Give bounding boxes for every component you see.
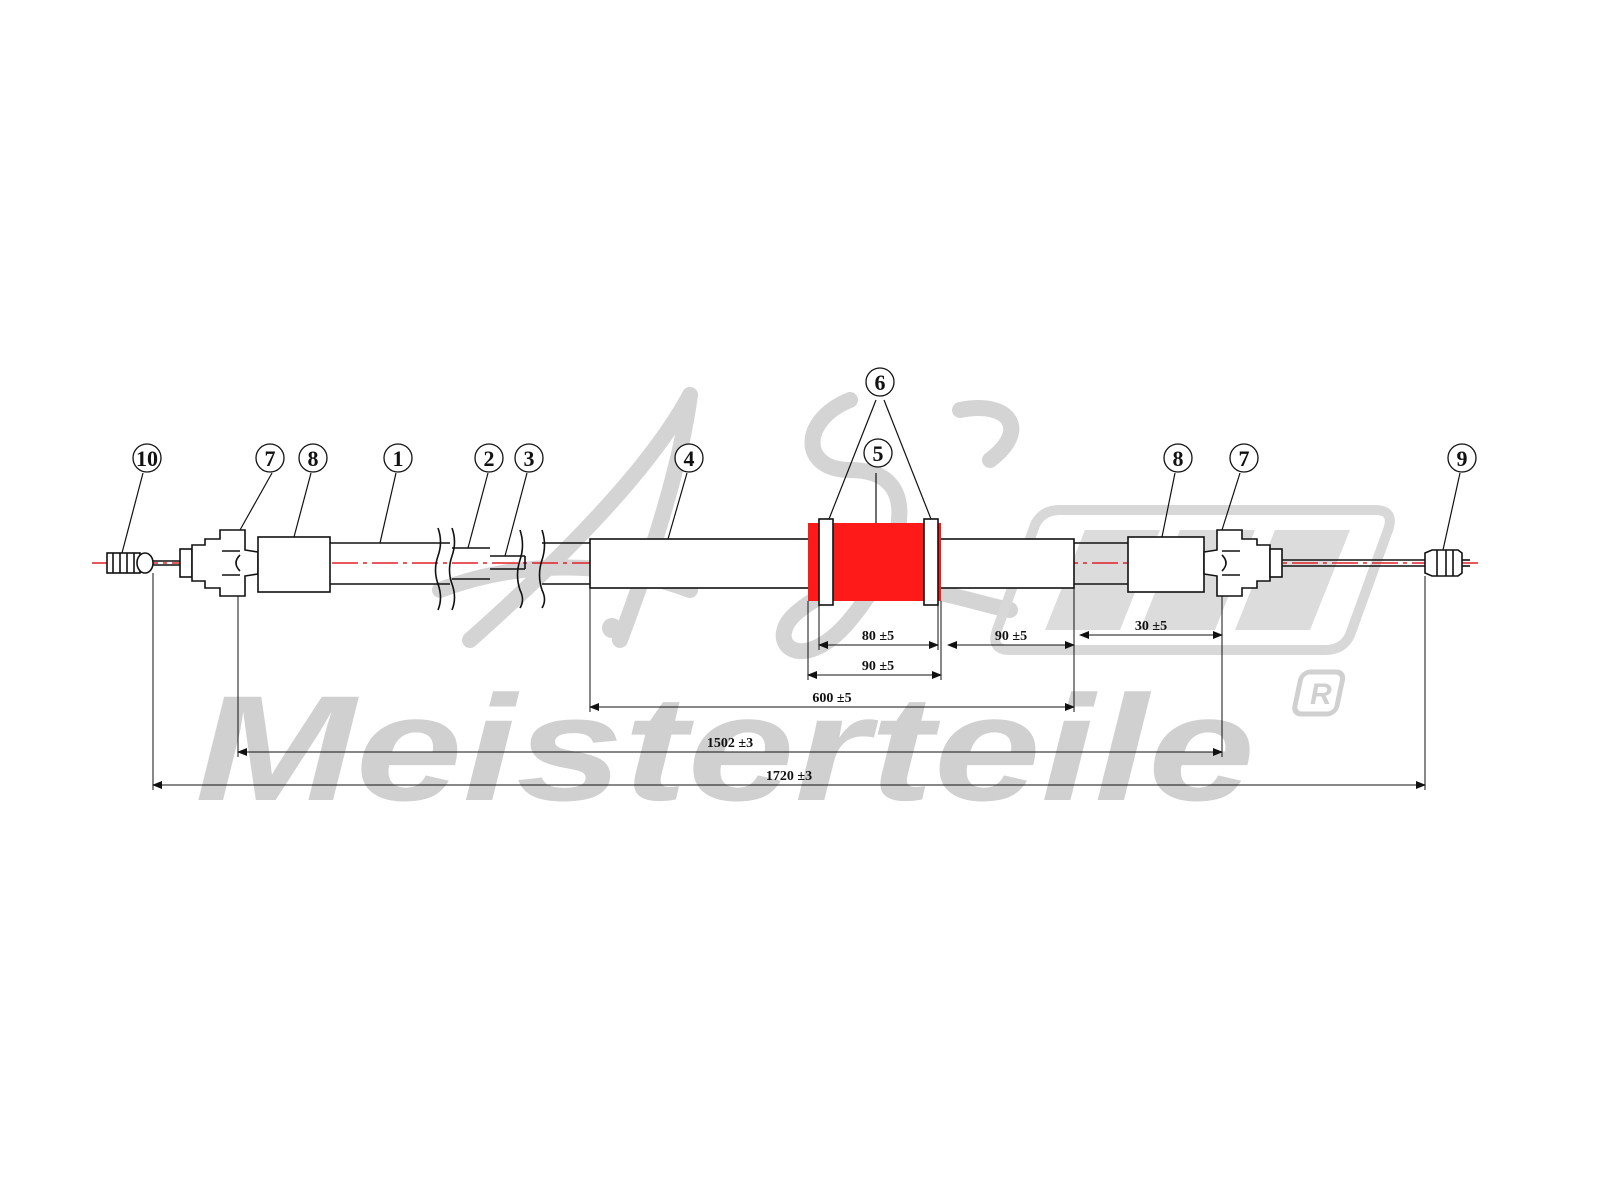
- callout-5: 5: [873, 441, 884, 466]
- watermark: Meisterteile R: [195, 387, 1395, 832]
- end-fitting-left: [106, 552, 180, 574]
- callout-10: 10: [136, 446, 158, 471]
- callout-6: 6: [875, 370, 886, 395]
- end-fitting-right: [1424, 549, 1470, 577]
- dim-600: 600 ±5: [812, 691, 851, 706]
- dim-30: 30 ±5: [1135, 619, 1167, 634]
- callout-3: 3: [524, 446, 535, 471]
- conduit-right: [1074, 542, 1128, 585]
- callout-1: 1: [393, 446, 404, 471]
- callout-8-left: 8: [308, 446, 319, 471]
- callout-7-right: 7: [1239, 446, 1250, 471]
- callout-4: 4: [684, 446, 695, 471]
- registered-mark-letter: R: [1310, 678, 1332, 711]
- ring-left: [818, 518, 834, 606]
- clip-right: [1203, 529, 1283, 597]
- inner-cable-section: [452, 529, 590, 609]
- callout-2: 2: [484, 446, 495, 471]
- registered-mark: R: [1292, 669, 1346, 717]
- dimension-labels: 80 ±5 90 ±5 90 ±5 30 ±5 600 ±5 1502 ±3 1…: [707, 619, 1167, 784]
- conduit-left: [330, 527, 456, 611]
- clip-left: [179, 529, 259, 597]
- callouts: [132, 367, 1477, 473]
- callout-9: 9: [1457, 446, 1468, 471]
- ring-right: [923, 518, 939, 606]
- callout-7-left: 7: [265, 446, 276, 471]
- watermark-dot-1: [602, 618, 622, 638]
- dim-90-mid: 90 ±5: [862, 659, 894, 674]
- callout-8-right: 8: [1173, 446, 1184, 471]
- dim-90-right: 90 ±5: [995, 629, 1027, 644]
- dimension-lines: [152, 631, 1426, 789]
- dim-1502: 1502 ±3: [707, 736, 753, 751]
- callout-labels: 10 7 8 1 2 3 4 6 5 8 7 9: [136, 370, 1468, 471]
- sleeve-left: [257, 536, 331, 593]
- dim-1720: 1720 ±3: [766, 769, 812, 784]
- cable-assembly: [106, 518, 1470, 611]
- sleeve-right: [1127, 536, 1205, 593]
- dim-80: 80 ±5: [862, 629, 894, 644]
- leader-lines: [121, 399, 1461, 557]
